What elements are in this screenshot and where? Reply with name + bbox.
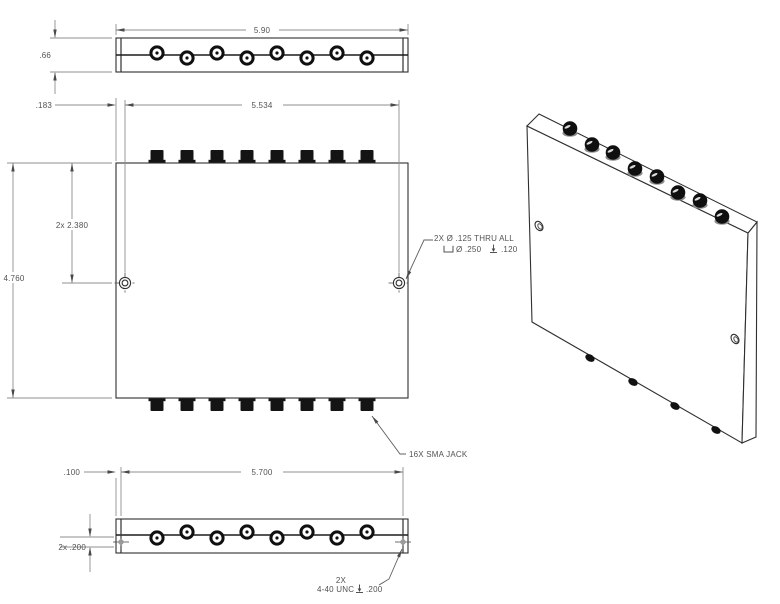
sma-jack (148, 150, 166, 163)
front-view (113, 98, 411, 411)
dim-edge-to-hole: .183 (36, 101, 116, 110)
sma-jack (238, 398, 256, 411)
iso-sma-connector (627, 161, 643, 177)
sma-jack (268, 150, 286, 163)
dim-bottom-edge-offset-text: .100 (64, 468, 81, 477)
sma-callout-text: 16X SMA JACK (409, 450, 468, 459)
sma-jack-port (269, 45, 285, 61)
iso-sma-connector (584, 137, 600, 153)
dim-hole-height: 2x 2.380 (53, 163, 112, 284)
iso-sma-connector (562, 121, 578, 137)
iso-bottom-jacks (585, 354, 721, 434)
bottom-view (112, 518, 412, 554)
sma-jack (178, 398, 196, 411)
dim-top-length: 5.90 (115, 24, 409, 36)
dim-hole-height-text: 2x 2.380 (56, 221, 89, 230)
dim-bottom-hole-span-text: 5.700 (251, 468, 272, 477)
tap-callout-depth: .200 (366, 585, 383, 594)
top-view (115, 37, 409, 73)
sma-jack-port (179, 50, 195, 66)
sma-jack (148, 398, 166, 411)
sma-jack (208, 150, 226, 163)
dim-bottom-hole-span: 5.700 (121, 466, 404, 516)
front-top-sma-jacks (148, 150, 376, 163)
dim-jack-offset: 2x .200 (58, 514, 114, 572)
sma-jack (358, 150, 376, 163)
sma-jack-port (299, 524, 315, 540)
depth-icon (356, 584, 363, 593)
sma-jack (298, 398, 316, 411)
dim-edge-to-hole-text: .183 (36, 101, 53, 110)
callout-counterbore: 2X Ø .125 THRU ALL Ø .250 .120 (404, 234, 518, 280)
iso-sma-connector (649, 169, 665, 185)
dim-hole-span: 5.534 (125, 99, 399, 111)
sma-jack-port (329, 45, 345, 61)
iso-mounting-hole-bottom (730, 333, 740, 345)
sma-jack-port (149, 530, 165, 546)
dim-top-thickness: .66 (39, 20, 112, 94)
iso-sma-connector (605, 145, 621, 161)
isometric-view (526, 113, 758, 444)
sma-jack (208, 398, 226, 411)
front-bottom-sma-jacks (148, 398, 376, 411)
sma-jack (178, 150, 196, 163)
sma-jack (328, 398, 346, 411)
sma-jack (328, 150, 346, 163)
sma-jack-port (329, 530, 345, 546)
sma-jack (268, 398, 286, 411)
dim-bottom-edge-offset: .100 (64, 467, 122, 516)
dim-body-height: 4.760 (1, 162, 112, 399)
dim-jack-offset-text: 2x .200 (58, 543, 86, 552)
sma-jack (238, 150, 256, 163)
tap-callout-thread: 4-40 UNC (317, 585, 354, 594)
sma-jack-port (359, 524, 375, 540)
dim-body-height-text: 4.760 (3, 274, 24, 283)
dim-hole-span-text: 5.534 (251, 101, 272, 110)
dim-top-length-text: 5.90 (254, 26, 271, 35)
iso-mounting-hole-top (534, 220, 544, 232)
dim-top-thickness-text: .66 (39, 51, 51, 60)
cbore-callout-depth: .120 (501, 245, 518, 254)
cbore-callout-dia: Ø .250 (456, 245, 482, 254)
sma-jack-port (209, 530, 225, 546)
sma-jack-port (149, 45, 165, 61)
callout-tapped-hole: 2X 4-40 UNC .200 (317, 548, 404, 594)
depth-icon (490, 244, 497, 253)
sma-jack-port (239, 50, 255, 66)
sma-jack-port (359, 50, 375, 66)
iso-sma-connector (670, 185, 686, 201)
callout-sma-jack: 16X SMA JACK (370, 414, 468, 459)
sma-jack (298, 150, 316, 163)
sma-jack-port (299, 50, 315, 66)
iso-sma-connector (692, 193, 708, 209)
counterbore-icon (443, 245, 454, 253)
sma-jack-port (179, 524, 195, 540)
sma-jack (358, 398, 376, 411)
iso-sma-connector (714, 209, 730, 225)
sma-jack-port (209, 45, 225, 61)
tap-callout-qty: 2X (336, 576, 347, 585)
sma-jack-port (269, 530, 285, 546)
sma-jack-port (239, 524, 255, 540)
cbore-callout-line1: 2X Ø .125 THRU ALL (434, 234, 514, 243)
